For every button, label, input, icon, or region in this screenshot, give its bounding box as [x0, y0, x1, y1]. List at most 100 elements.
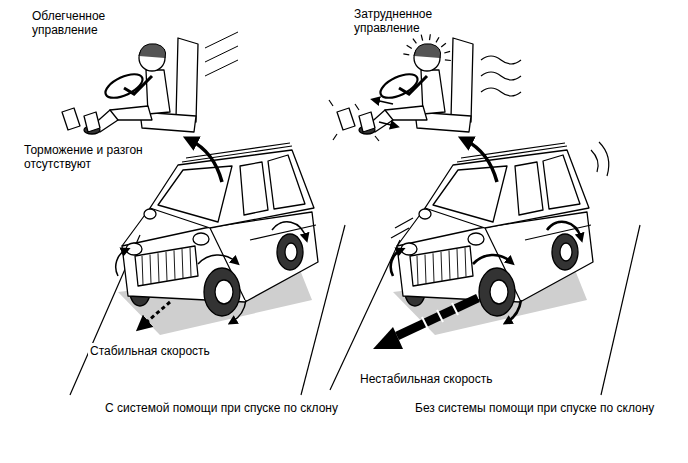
rotation-arrow	[547, 222, 581, 238]
headlight	[126, 243, 142, 255]
sweat-mark	[413, 39, 417, 44]
scene-with-system	[62, 32, 318, 335]
sweat-mark	[445, 59, 451, 61]
grille-bar	[190, 248, 191, 277]
pointer-arrow	[190, 140, 222, 182]
grille-bar	[457, 249, 458, 278]
grille-bar	[182, 249, 183, 278]
mirror	[419, 209, 431, 219]
road-edge	[601, 225, 640, 395]
grille-bar	[174, 250, 175, 279]
shake-mark	[391, 228, 409, 238]
grille-bar	[166, 252, 167, 281]
speed-label: Стабильная скорость	[88, 343, 212, 359]
shake-mark	[329, 100, 333, 106]
speed-arrow-stripe	[437, 310, 443, 322]
mirror	[144, 209, 156, 219]
sweat-mark	[441, 43, 446, 47]
grille	[135, 246, 198, 286]
grille-bar	[425, 255, 426, 284]
wheel-hub	[285, 243, 297, 261]
pedal	[337, 108, 355, 130]
wind-line	[205, 32, 238, 48]
shake-mark	[375, 136, 379, 141]
rotation-arrow	[198, 255, 236, 264]
side-window	[240, 162, 268, 215]
wheel	[479, 268, 515, 316]
wheel-hub	[490, 280, 508, 304]
grille-bar	[433, 253, 434, 282]
steering-wheel	[377, 69, 421, 102]
pedal	[359, 112, 375, 132]
sweat-mark	[436, 37, 439, 42]
pointer-arrow	[465, 140, 497, 182]
shake-mark	[591, 150, 598, 172]
panel-caption: Без системы помощи при спуске по склону	[413, 400, 656, 416]
grille-bar	[417, 256, 418, 285]
grille	[410, 246, 473, 286]
panel-caption: С системой помощи при спуске по склону	[103, 400, 340, 416]
sweat-mark	[403, 54, 409, 55]
speed-arrow	[397, 298, 478, 336]
driver-hair	[414, 44, 441, 58]
car-cabin	[425, 150, 589, 228]
motion-arrow	[379, 122, 395, 126]
shake-mark	[355, 104, 359, 110]
car-cabin	[150, 150, 314, 228]
rotation-arrow	[116, 250, 126, 276]
wavy-line	[481, 72, 521, 80]
speed-arrow-stripe	[452, 303, 458, 315]
state-label: Облегченное управление	[30, 8, 119, 39]
headlight	[468, 233, 484, 245]
rotation-arrow	[507, 300, 521, 322]
driver-arm	[399, 76, 427, 94]
scene-without-system	[329, 34, 609, 349]
side-window	[543, 155, 580, 209]
side-window	[515, 162, 543, 215]
speed-arrow-head	[373, 327, 403, 349]
wheel-hub	[560, 243, 572, 261]
headlight	[401, 243, 417, 255]
pedal	[62, 108, 80, 130]
wheel	[552, 234, 578, 270]
shake-mark	[333, 134, 337, 140]
sweat-mark	[421, 35, 422, 41]
wheel-hub	[215, 280, 233, 304]
seat-back	[451, 38, 473, 122]
road-edge	[330, 240, 400, 390]
wind-line	[205, 60, 238, 76]
rotation-arrow	[473, 255, 511, 264]
driver-hair	[139, 44, 166, 58]
motion-arrow	[375, 100, 393, 104]
wheel	[204, 268, 240, 316]
wavy-line	[481, 88, 521, 96]
wind-line	[205, 46, 238, 62]
sweat-mark	[429, 34, 431, 40]
headlight	[193, 233, 209, 245]
grille-bar	[158, 253, 159, 282]
speed-label: Нестабильная скорость	[358, 371, 495, 387]
grille-bar	[441, 252, 442, 281]
sweat-mark	[407, 45, 412, 48]
speed-arrow-stripe	[422, 317, 428, 329]
shake-mark	[395, 218, 413, 228]
steering-wheel	[102, 69, 146, 102]
sweat-mark	[444, 51, 450, 53]
wavy-line	[481, 56, 521, 64]
wheel	[277, 234, 303, 270]
pedal	[84, 112, 100, 132]
side-window	[268, 155, 305, 209]
state-label: Торможение и разгон отсутствуют	[22, 142, 171, 173]
speed-arrow	[142, 302, 170, 326]
driver-arm	[124, 76, 152, 94]
seat-back	[176, 38, 198, 122]
grille-bar	[465, 248, 466, 277]
rotation-arrow	[272, 222, 306, 238]
rotation-arrow	[232, 300, 246, 322]
state-label: Затрудненное управление	[352, 6, 451, 37]
grille-bar	[142, 256, 143, 285]
rotation-arrow	[391, 250, 401, 276]
grille-bar	[150, 255, 151, 284]
